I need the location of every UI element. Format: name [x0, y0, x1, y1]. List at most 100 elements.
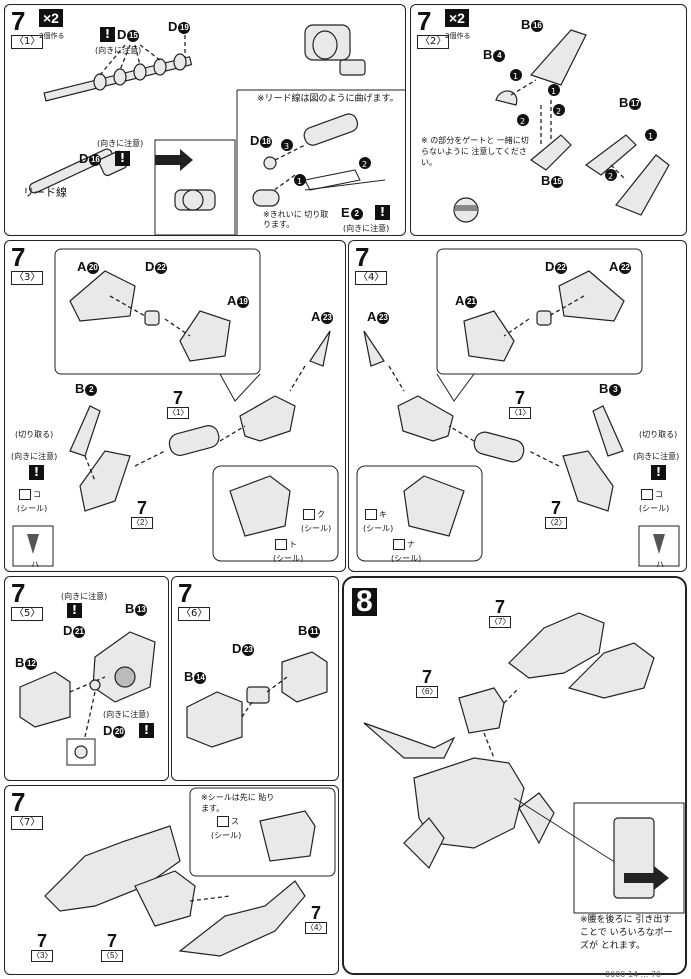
svg-text:1: 1 [297, 177, 302, 186]
bend-note: ※リード線は図のように曲げます。 [257, 94, 399, 104]
sub-step: 〈5〉 [11, 607, 44, 621]
caution-text-d16: (向きに注意) [97, 139, 144, 148]
lead-wire-label: リード線 [23, 186, 67, 199]
step-number: 7 [11, 578, 26, 608]
ref-step-7-7: 7〈7〉 [489, 597, 511, 628]
panel-step-8: 8 7〈7〉 7〈6〉 ※腰を後ろに 引き出すことで いろいろなポーズが とれま… [342, 576, 687, 975]
sub-step: 〈6〉 [178, 607, 211, 621]
page-footer: 0000 14 ... 70 [605, 970, 661, 979]
seal-text: (シール) [17, 504, 48, 513]
ref-step-7-3: 7〈3〉 [31, 931, 53, 962]
quantity-badge: ×2 [39, 9, 63, 27]
sticker-na: ナ [393, 539, 415, 550]
panel-step-7-7: 7 〈7〉 ※シールは先に 貼ります。 ス (シール) 7〈3〉 7〈5〉 7〈… [4, 785, 339, 975]
svg-text:3: 3 [284, 142, 289, 151]
step-number: 7 [355, 242, 370, 272]
step-number: 7 [11, 787, 26, 817]
step-number: 7 [11, 6, 26, 36]
ref-step-7-4: 7〈4〉 [305, 903, 327, 934]
svg-text:1: 1 [513, 72, 518, 81]
panel-1-illustration: 1 2 3 [28, 24, 405, 235]
seal-text-to: (シール) [273, 554, 304, 563]
caution-icon: ! [29, 465, 44, 480]
caution-text: (向きに注意) [11, 452, 58, 461]
panel-7-illustration [44, 787, 336, 957]
sticker-ko: コ [641, 489, 663, 500]
sticker-ki: キ [365, 509, 387, 520]
sticker-su: ス [217, 816, 239, 827]
sub-step: 〈4〉 [355, 271, 388, 285]
step-number: 7 [417, 6, 432, 36]
sub-step: 〈3〉 [11, 271, 44, 285]
svg-text:2: 2 [362, 160, 367, 169]
caution-icon: ! [651, 465, 666, 480]
caution-text: (向きに注意) [95, 46, 142, 55]
panel-2-illustration: 1 2 2 1 1 2 [453, 29, 670, 223]
caution-icon-d20: ! [139, 723, 154, 738]
svg-text:1: 1 [648, 132, 653, 141]
panel-4-illustration [356, 248, 680, 567]
caution-icon-d16: ! [115, 151, 130, 166]
caution-icon-e2: ! [375, 205, 390, 220]
quantity-badge: ×2 [445, 9, 469, 27]
step-number: 8 [352, 587, 377, 617]
seal-text-ku: (シール) [301, 524, 332, 533]
step-number: 7 [11, 242, 26, 272]
sub-step: 〈7〉 [11, 816, 44, 830]
caution-text-e2: (向きに注意) [343, 224, 390, 233]
quantity-note: 2個作る [445, 32, 471, 40]
quantity-note: 2個作る [39, 32, 65, 40]
ref-step-7-5: 7〈5〉 [101, 931, 123, 962]
ref-step-7-1: 7〈1〉 [509, 388, 531, 419]
ref-step-7-6: 7〈6〉 [416, 667, 438, 698]
seal-text-ki: (シール) [363, 524, 394, 533]
caution-icon: ! [100, 27, 115, 42]
svg-text:2: 2 [556, 107, 561, 116]
caution-text: (向きに注意) [61, 592, 108, 601]
caution-text: (向きに注意) [633, 452, 680, 461]
caution-icon: ! [67, 603, 82, 618]
marker-ha: ハ [656, 560, 664, 569]
sticker-ku: ク [303, 509, 325, 520]
cut-text: (切り取る) [639, 430, 678, 439]
seal-text: (シール) [211, 831, 242, 840]
sub-step: 〈2〉 [417, 35, 450, 49]
cut-text: (切り取る) [15, 430, 54, 439]
ref-step-7-2: 7〈2〉 [131, 498, 153, 529]
svg-text:2: 2 [608, 172, 613, 181]
seal-text: (シール) [639, 504, 670, 513]
sticker-ko: コ [19, 489, 41, 500]
gate-note: ※ の部分をゲートと 一緒に切らないように 注意してください。 [421, 136, 529, 167]
svg-text:2: 2 [520, 117, 525, 126]
step-number: 7 [178, 578, 193, 608]
panel-8-illustration [363, 612, 685, 914]
panel-6-illustration [186, 651, 328, 748]
seal-text-na: (シール) [391, 554, 422, 563]
